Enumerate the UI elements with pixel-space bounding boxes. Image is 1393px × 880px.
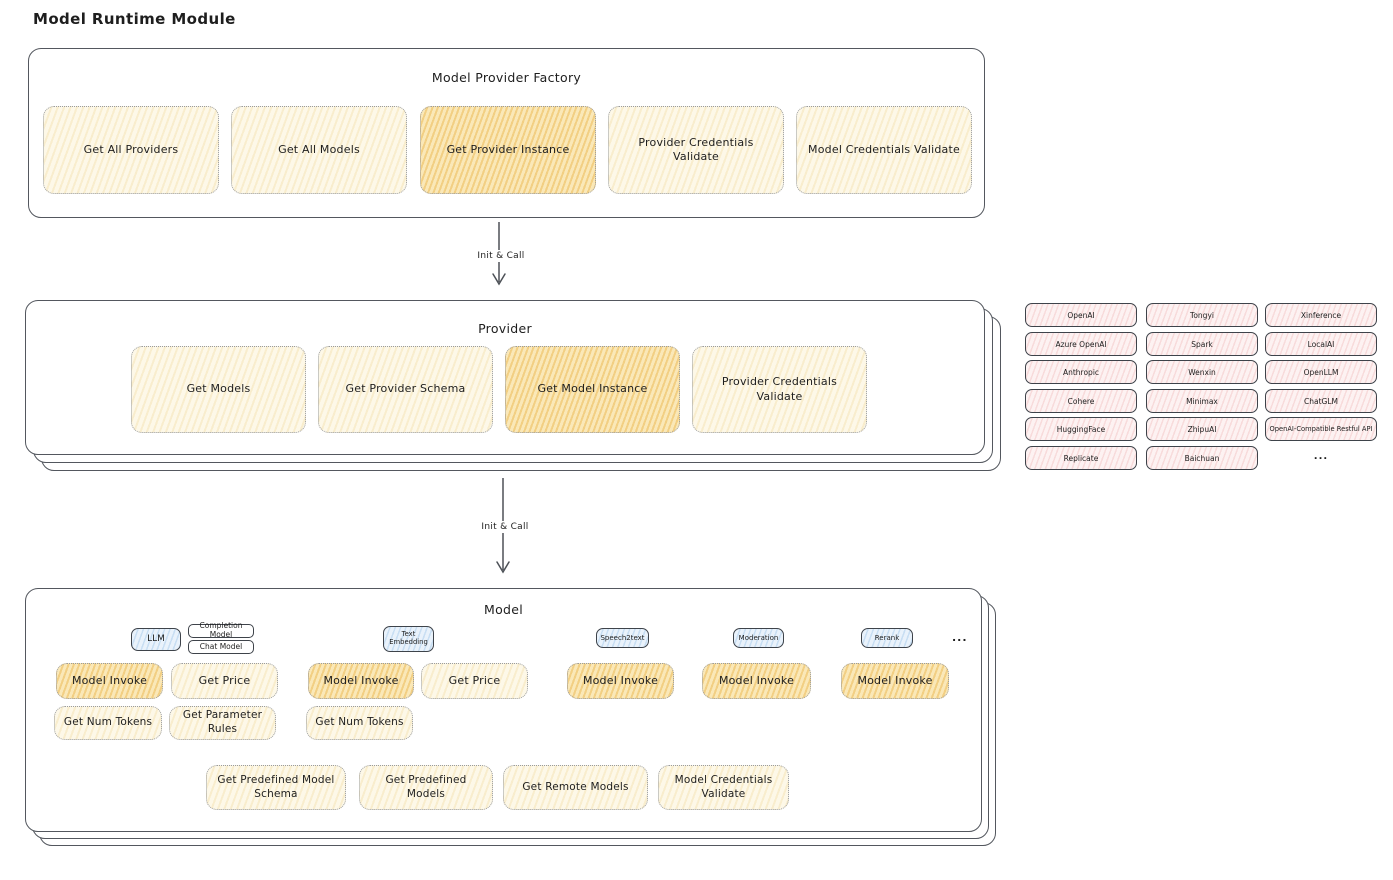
tag-text-embedding: Text Embedding	[383, 626, 434, 652]
btn-get-parameter-rules: Get Parameter Rules	[169, 706, 276, 740]
factory-title: Model Provider Factory	[431, 70, 582, 85]
arrow-init-call-1-label: Init & Call	[454, 250, 548, 262]
btn-get-models: Get Models	[131, 346, 306, 433]
provider-cell-openllm: OpenLLM	[1265, 360, 1377, 384]
tag-rerank: Rerank	[861, 628, 913, 648]
btn-get-provider-instance: Get Provider Instance	[420, 106, 596, 194]
btn-get-price-llm: Get Price	[171, 663, 278, 699]
btn-get-model-instance: Get Model Instance	[505, 346, 680, 433]
arrow-init-call-2-label: Init & Call	[458, 521, 552, 533]
provider-cell-azure-openai: Azure OpenAI	[1025, 332, 1137, 356]
btn-provider-credentials-validate: Provider Credentials Validate	[608, 106, 784, 194]
provider-list-ellipsis: ...	[1313, 451, 1329, 462]
provider-cell-minimax: Minimax	[1146, 389, 1258, 413]
provider-cell-anthropic: Anthropic	[1025, 360, 1137, 384]
tag-llm: LLM	[131, 628, 181, 651]
btn-model-invoke-llm: Model Invoke	[56, 663, 163, 699]
btn-get-predefined-model-schema: Get Predefined Model Schema	[206, 765, 346, 810]
btn-model-invoke-text-embedding: Model Invoke	[308, 663, 414, 699]
provider-cell-openai: OpenAI	[1025, 303, 1137, 327]
provider-cell-xinference: Xinference	[1265, 303, 1377, 327]
provider-cell-zhipuai: ZhipuAI	[1146, 417, 1258, 441]
provider-list-grid: OpenAI Tongyi Xinference Azure OpenAI Sp…	[1025, 303, 1380, 473]
provider-cell-wenxin: Wenxin	[1146, 360, 1258, 384]
btn-get-all-providers: Get All Providers	[43, 106, 219, 194]
btn-get-remote-models: Get Remote Models	[503, 765, 648, 810]
btn-provider-credentials-validate-2: Provider Credentials Validate	[692, 346, 867, 433]
provider-title: Provider	[478, 321, 532, 336]
provider-cell-localai: LocalAI	[1265, 332, 1377, 356]
provider-cell-huggingface: HuggingFace	[1025, 417, 1137, 441]
provider-panel: Provider Get Models Get Provider Schema …	[25, 300, 985, 455]
provider-cell-tongyi: Tongyi	[1146, 303, 1258, 327]
btn-model-invoke-moderation: Model Invoke	[702, 663, 811, 699]
provider-cell-spark: Spark	[1146, 332, 1258, 356]
provider-cell-cohere: Cohere	[1025, 389, 1137, 413]
factory-panel: Model Provider Factory Get All Providers…	[28, 48, 985, 218]
btn-get-price-text-embedding: Get Price	[421, 663, 528, 699]
provider-cell-openai-compatible: OpenAI-Compatible Restful API	[1265, 417, 1377, 441]
btn-get-num-tokens-text-embedding: Get Num Tokens	[306, 706, 413, 740]
btn-get-all-models: Get All Models	[231, 106, 407, 194]
btn-model-credentials-validate: Model Credentials Validate	[796, 106, 972, 194]
tag-moderation: Moderation	[733, 628, 784, 648]
btn-model-credentials-validate-model: Model Credentials Validate	[658, 765, 789, 810]
btn-get-predefined-models: Get Predefined Models	[359, 765, 493, 810]
btn-get-num-tokens-llm: Get Num Tokens	[54, 706, 162, 740]
diagram-title: Model Runtime Module	[33, 10, 236, 28]
provider-cell-baichuan: Baichuan	[1146, 446, 1258, 470]
tag-chat-model: Chat Model	[188, 640, 254, 654]
model-types-ellipsis: ...	[952, 631, 968, 644]
btn-get-provider-schema: Get Provider Schema	[318, 346, 493, 433]
model-title: Model	[483, 602, 524, 617]
btn-model-invoke-rerank: Model Invoke	[841, 663, 949, 699]
tag-speech2text: Speech2text	[596, 628, 649, 648]
provider-cell-replicate: Replicate	[1025, 446, 1137, 470]
btn-model-invoke-speech2text: Model Invoke	[567, 663, 674, 699]
tag-completion-model: Completion Model	[188, 622, 254, 639]
provider-cell-chatglm: ChatGLM	[1265, 389, 1377, 413]
model-panel: Model LLM Completion Model Chat Model Te…	[25, 588, 982, 832]
